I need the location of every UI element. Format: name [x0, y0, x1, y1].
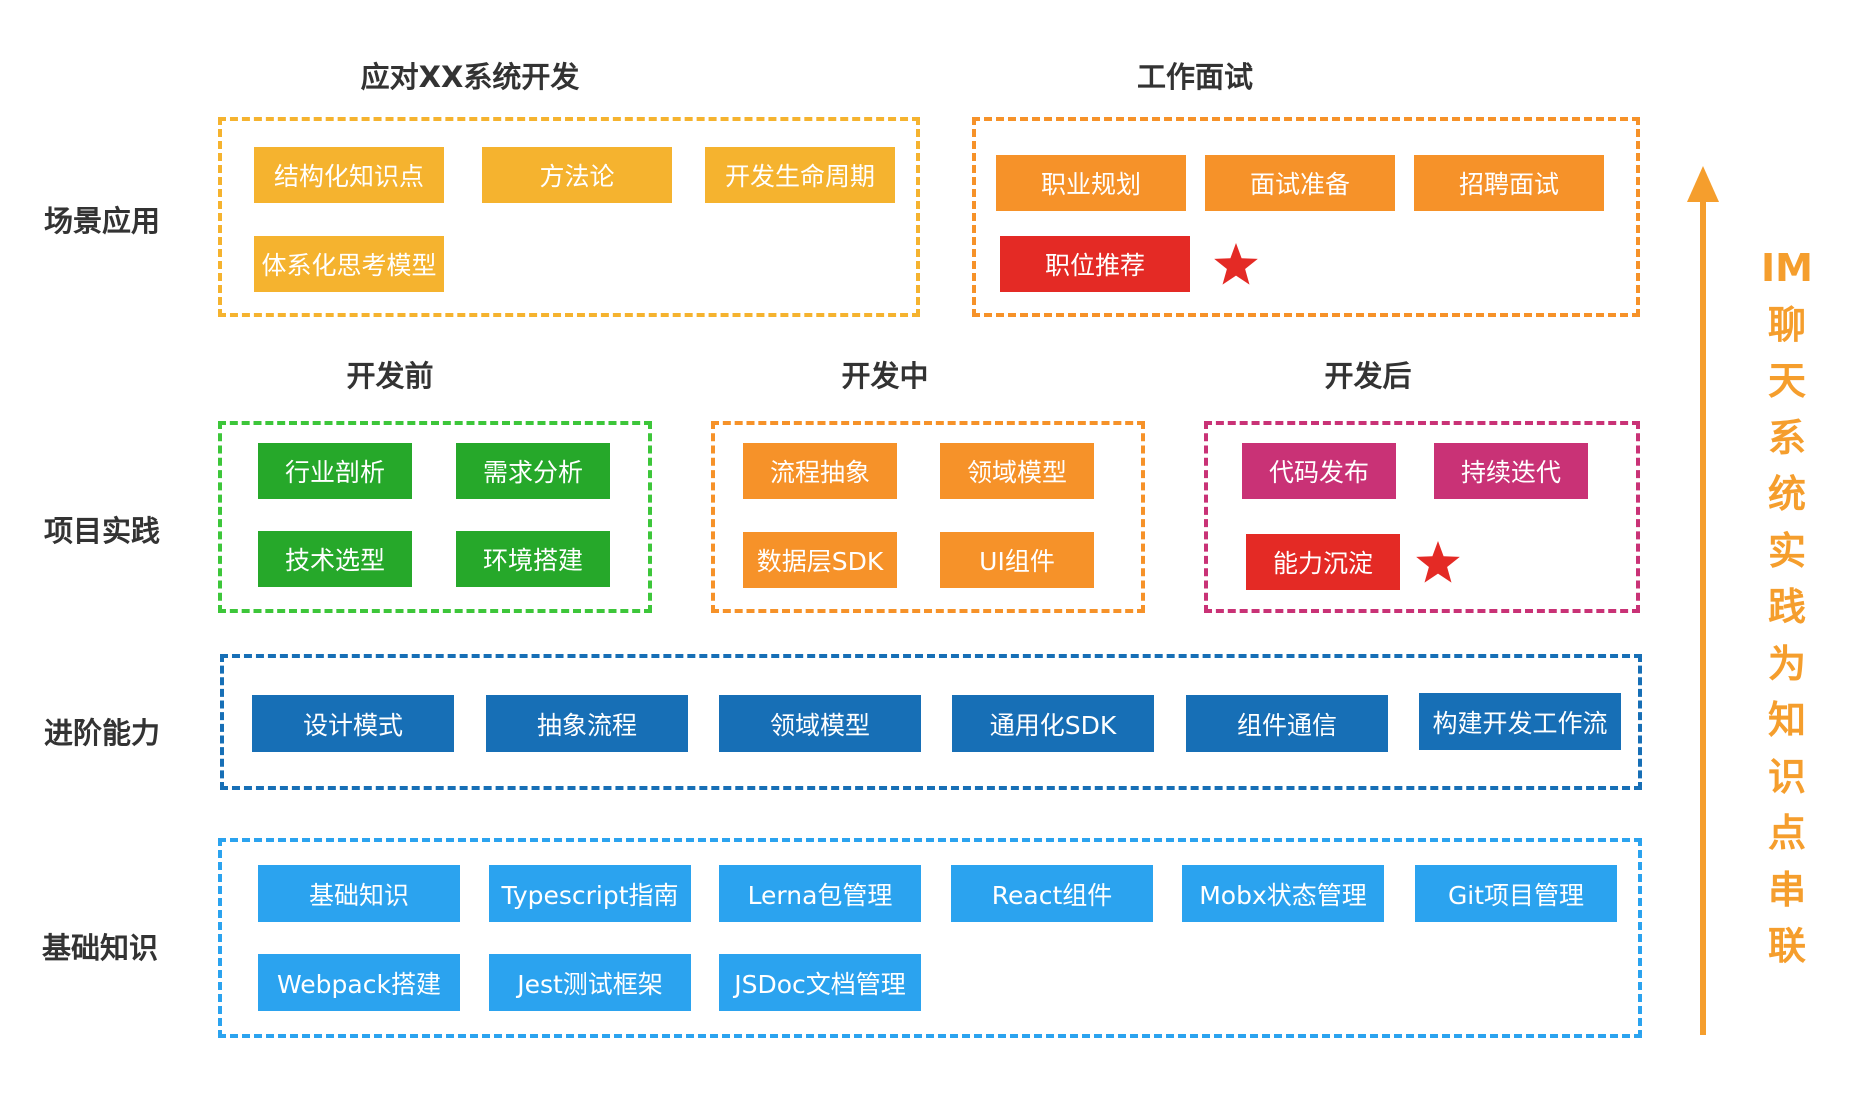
tag-git-project-management[interactable]: Git项目管理 [1415, 865, 1617, 922]
vertical-caption-char: 为 [1767, 641, 1806, 686]
group-box-before-dev [218, 421, 652, 613]
tag-jsdoc-doc-management[interactable]: JSDoc文档管理 [719, 954, 921, 1011]
tag-structured-knowledge[interactable]: 结构化知识点 [254, 147, 444, 203]
vertical-caption-char: 识 [1767, 754, 1806, 799]
tag-dev-lifecycle[interactable]: 开发生命周期 [705, 147, 895, 203]
vertical-caption-char: 实 [1767, 528, 1806, 573]
group-box-advanced [220, 654, 1642, 790]
tag-jest-test-framework[interactable]: Jest测试框架 [489, 954, 691, 1011]
group-title-system-dev: 应对XX系统开发 [360, 60, 580, 94]
group-box-after-dev [1204, 421, 1640, 613]
tag-basic-knowledge[interactable]: 基础知识 [258, 865, 460, 922]
row-label-basics: 基础知识 [42, 931, 159, 965]
group-title-after-dev: 开发后 [1324, 359, 1412, 393]
group-title-before-dev: 开发前 [346, 359, 434, 393]
vertical-caption-char: 统 [1767, 472, 1806, 516]
group-box-during-dev [711, 421, 1145, 613]
tag-abstract-process[interactable]: 抽象流程 [486, 695, 688, 752]
tag-methodology[interactable]: 方法论 [482, 147, 672, 203]
tag-domain-model[interactable]: 领域模型 [940, 443, 1094, 499]
tag-generic-sdk[interactable]: 通用化SDK [952, 695, 1154, 752]
group-title-during-dev: 开发中 [841, 359, 929, 393]
tag-domain-model-advanced[interactable]: 领域模型 [719, 695, 921, 752]
tag-data-layer-sdk[interactable]: 数据层SDK [743, 532, 897, 588]
tag-build-dev-workflow[interactable]: 构建开发工作流 [1419, 693, 1621, 750]
tag-tech-selection[interactable]: 技术选型 [258, 531, 412, 587]
vertical-caption-char: 天 [1767, 359, 1806, 403]
group-box-system-dev [218, 117, 920, 317]
tag-typescript-guide[interactable]: Typescript指南 [489, 865, 691, 922]
row-label-scenario: 场景应用 [44, 204, 161, 238]
vertical-caption-char: 践 [1767, 585, 1806, 629]
tag-webpack-setup[interactable]: Webpack搭建 [258, 954, 460, 1011]
vertical-caption-char: 点 [1767, 811, 1806, 855]
tag-requirement-analysis[interactable]: 需求分析 [456, 443, 610, 499]
tag-recruitment-interview[interactable]: 招聘面试 [1414, 155, 1604, 211]
star-icon [1416, 541, 1460, 583]
vertical-caption-char: 串 [1767, 867, 1806, 912]
vertical-caption-char: 聊 [1767, 302, 1806, 347]
vertical-caption-char: 联 [1767, 924, 1806, 968]
vertical-caption: IM 聊 天 系 统 实 践 为 知 识 点 串 联 [1752, 240, 1822, 975]
tag-industry-analysis[interactable]: 行业剖析 [258, 443, 412, 499]
tag-code-release[interactable]: 代码发布 [1242, 443, 1396, 499]
tag-env-setup[interactable]: 环境搭建 [456, 531, 610, 587]
tag-lerna-package-management[interactable]: Lerna包管理 [719, 865, 921, 922]
arrow-up-icon [1687, 166, 1719, 1035]
group-title-job-interview: 工作面试 [1136, 60, 1253, 94]
tag-capability-accumulation[interactable]: 能力沉淀 [1246, 534, 1400, 590]
star-icon [1214, 243, 1258, 285]
group-box-job-interview [972, 117, 1640, 317]
vertical-caption-char: 知 [1767, 698, 1806, 742]
row-label-advanced: 进阶能力 [44, 716, 161, 750]
tag-interview-prep[interactable]: 面试准备 [1205, 155, 1395, 211]
row-label-project: 项目实践 [44, 514, 161, 548]
tag-continuous-iteration[interactable]: 持续迭代 [1434, 443, 1588, 499]
tag-systematic-thinking-model[interactable]: 体系化思考模型 [254, 236, 444, 292]
vertical-caption-char: IM [1761, 246, 1813, 290]
tag-design-patterns[interactable]: 设计模式 [252, 695, 454, 752]
tag-career-planning[interactable]: 职业规划 [996, 155, 1186, 211]
tag-react-components[interactable]: React组件 [951, 865, 1153, 922]
vertical-caption-char: 系 [1767, 415, 1806, 460]
tag-job-recommendation[interactable]: 职位推荐 [1000, 236, 1190, 292]
tag-mobx-state-management[interactable]: Mobx状态管理 [1182, 865, 1384, 922]
tag-process-abstraction[interactable]: 流程抽象 [743, 443, 897, 499]
tag-ui-components[interactable]: UI组件 [940, 532, 1094, 588]
tag-component-communication[interactable]: 组件通信 [1186, 695, 1388, 752]
group-box-basics [218, 838, 1642, 1038]
